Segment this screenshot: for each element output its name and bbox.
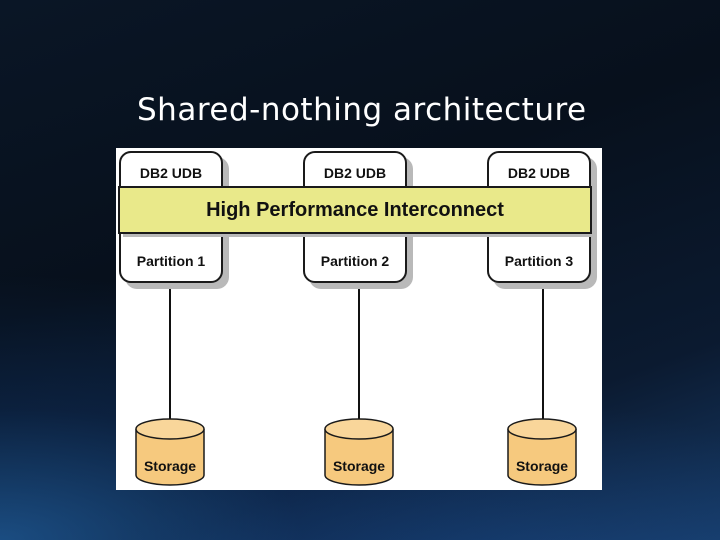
node-engine-label: DB2 UDB [507, 165, 571, 181]
slide-title: Shared-nothing architecture [137, 92, 587, 128]
node-partition-label: Partition 3 [504, 253, 574, 269]
node-engine-label: DB2 UDB [323, 165, 387, 181]
storage-label: Storage [515, 458, 569, 474]
database-cylinder-icon [324, 418, 394, 486]
node-engine-label: DB2 UDB [139, 165, 203, 181]
storage-label: Storage [143, 458, 197, 474]
storage-cylinder-3: Storage [507, 418, 577, 486]
database-cylinder-icon [135, 418, 205, 486]
storage-label: Storage [332, 458, 386, 474]
connector-line [358, 289, 360, 419]
connector-line [169, 289, 171, 419]
database-cylinder-icon [507, 418, 577, 486]
interconnect-label: High Performance Interconnect [206, 198, 504, 221]
storage-cylinder-2: Storage [324, 418, 394, 486]
storage-cylinder-1: Storage [135, 418, 205, 486]
interconnect-bar: High Performance Interconnect [118, 186, 592, 234]
node-partition-label: Partition 1 [136, 253, 206, 269]
node-partition-label: Partition 2 [320, 253, 390, 269]
architecture-diagram: DB2 UDB Partition 1 DB2 UDB Partition 2 … [116, 148, 602, 490]
connector-line [542, 289, 544, 419]
